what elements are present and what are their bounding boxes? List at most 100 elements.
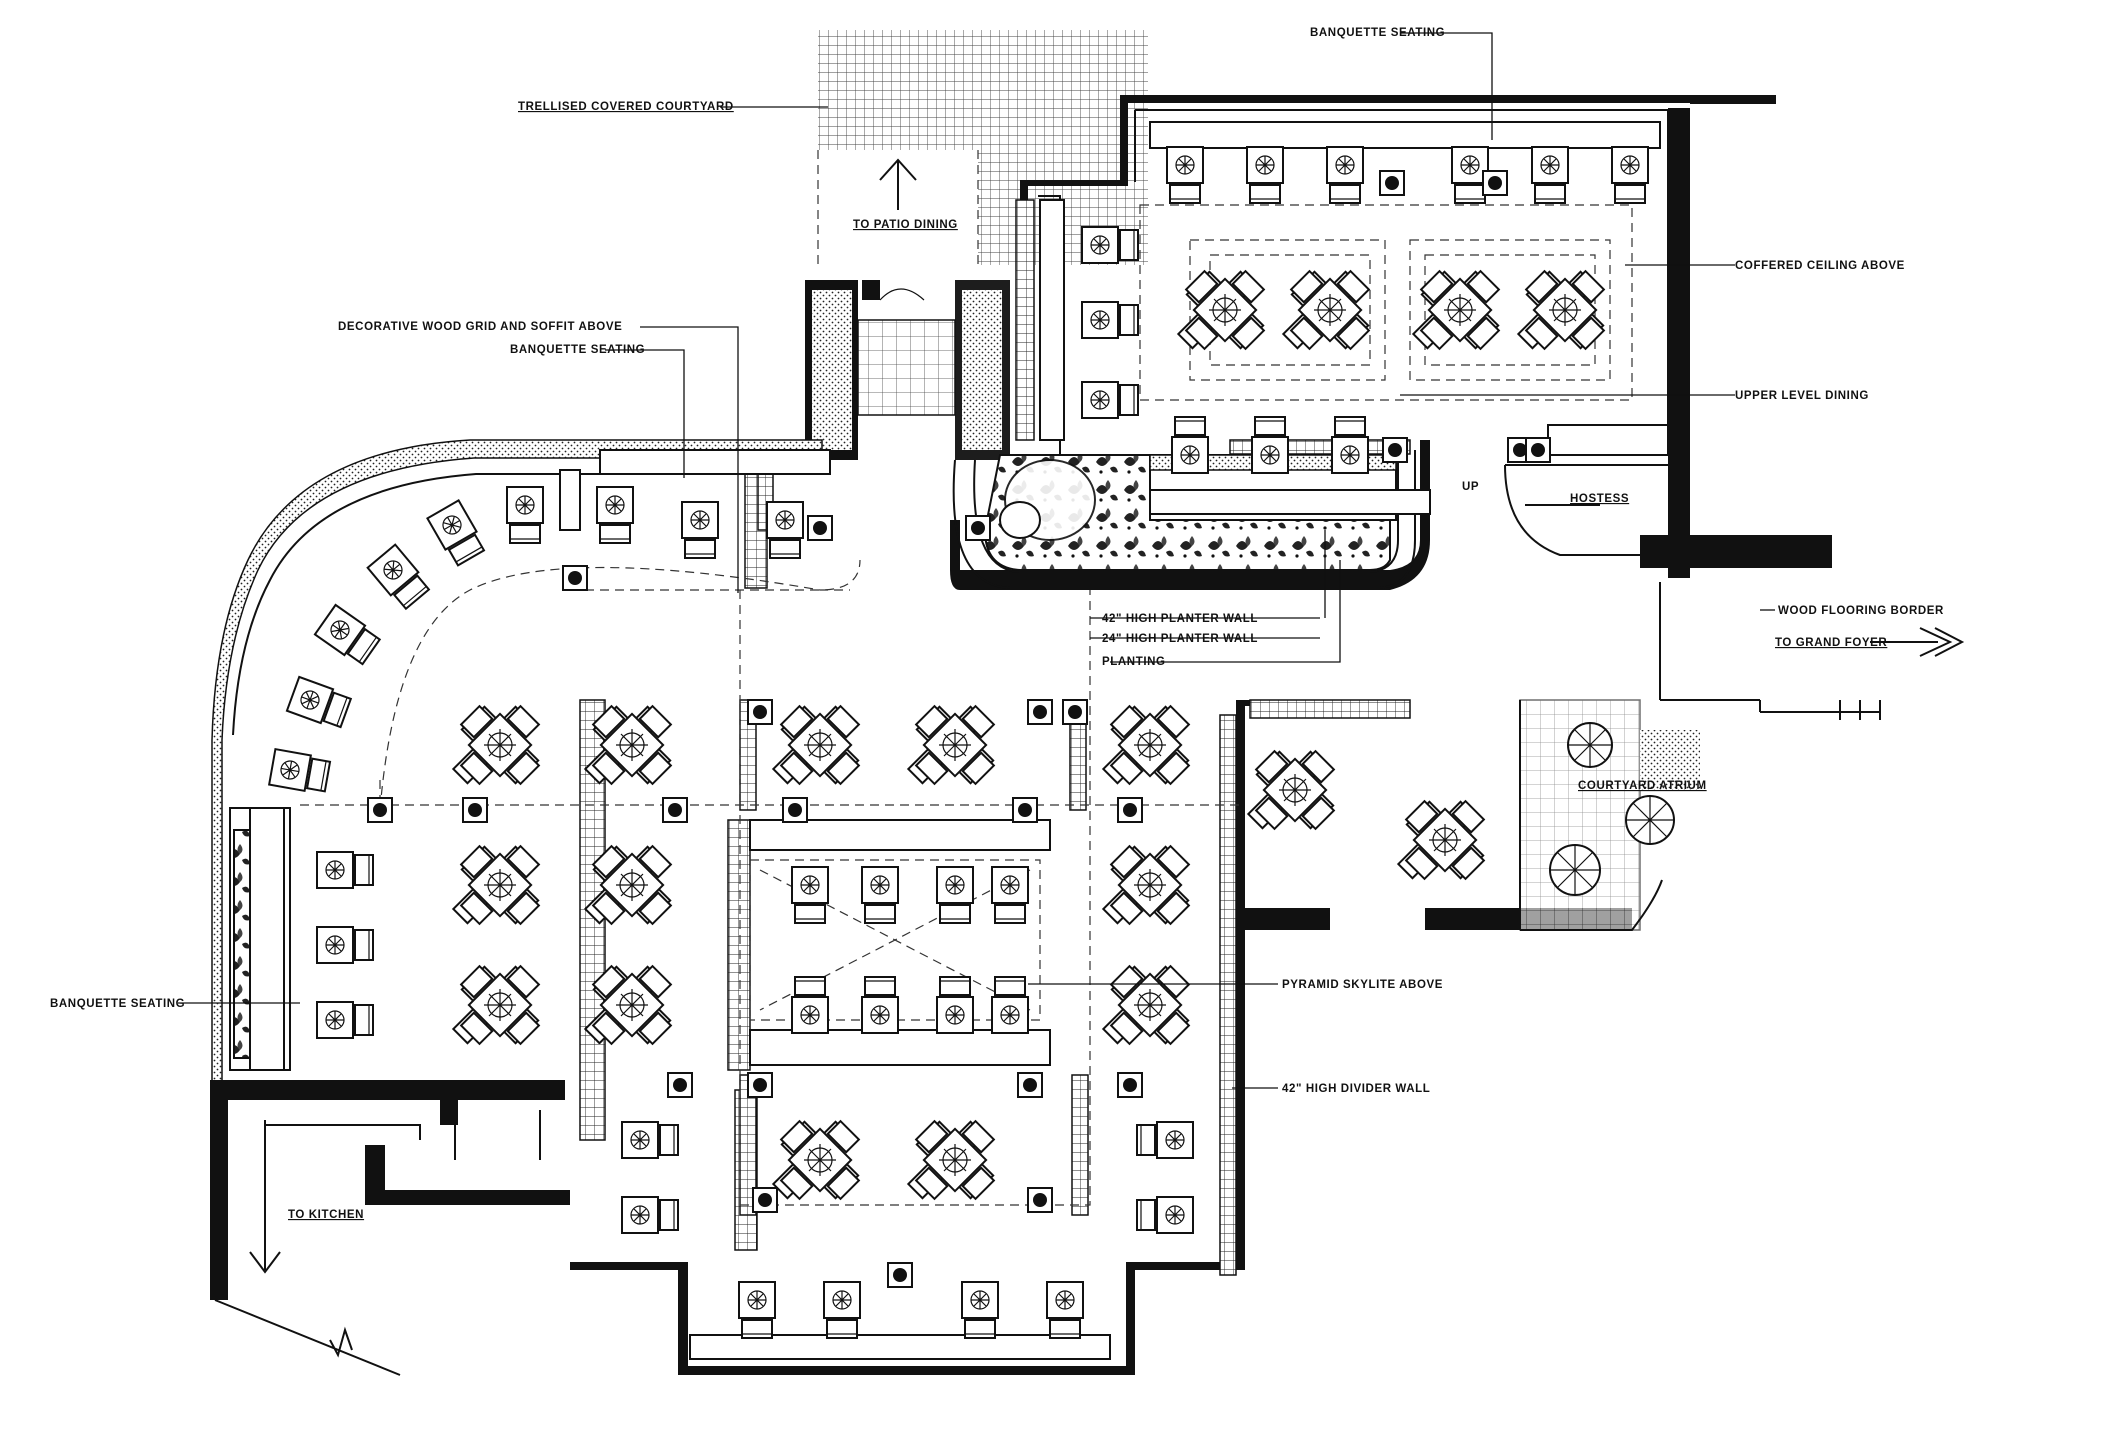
label-pyramid-skylite: PYRAMID SKYLITE ABOVE xyxy=(1282,979,1443,991)
column xyxy=(1117,797,1143,823)
two-top-table xyxy=(506,486,544,544)
label-wood-flooring-border: WOOD FLOORING BORDER xyxy=(1778,605,1944,617)
two-top-table xyxy=(1171,416,1209,474)
two-top-table xyxy=(1166,146,1204,204)
column xyxy=(1017,1072,1043,1098)
label-to-kitchen: TO KITCHEN xyxy=(288,1209,364,1221)
column xyxy=(1062,699,1088,725)
two-top-table xyxy=(267,747,332,793)
grand-foyer-arrow xyxy=(1870,627,1965,657)
two-top-table xyxy=(991,866,1029,924)
label-upper-level-dining: UPPER LEVEL DINING xyxy=(1735,390,1869,402)
banquette-rows xyxy=(249,121,1661,1360)
four-top-table xyxy=(906,1119,996,1201)
label-to-grand-foyer: TO GRAND FOYER xyxy=(1775,637,1887,649)
two-top-table xyxy=(1136,1121,1194,1159)
two-top-table xyxy=(316,851,374,889)
two-top-table xyxy=(1331,416,1369,474)
two-top-table xyxy=(991,976,1029,1034)
two-top-table xyxy=(861,976,899,1034)
two-top-table xyxy=(861,866,899,924)
two-top-table xyxy=(621,1121,679,1159)
four-top-table xyxy=(451,844,541,926)
two-top-table xyxy=(596,486,634,544)
two-top-table xyxy=(1251,416,1289,474)
outer-walls xyxy=(210,95,1880,1375)
label-hostess: HOSTESS xyxy=(1570,493,1629,505)
two-top-table xyxy=(936,976,974,1034)
four-top-table xyxy=(451,704,541,786)
two-top-table xyxy=(1046,1281,1084,1339)
column xyxy=(1525,437,1551,463)
two-top-table xyxy=(961,1281,999,1339)
two-top-table xyxy=(1081,226,1139,264)
two-top-table xyxy=(1081,381,1139,419)
four-top-table xyxy=(583,964,673,1046)
four-top-table xyxy=(583,704,673,786)
column xyxy=(1027,1187,1053,1213)
four-top-table xyxy=(1411,269,1501,351)
column xyxy=(807,515,833,541)
column xyxy=(662,797,688,823)
two-top-table xyxy=(681,501,719,559)
two-top-table xyxy=(316,926,374,964)
label-decorative-wood-grid: DECORATIVE WOOD GRID AND SOFFIT ABOVE xyxy=(338,321,622,333)
two-top-table xyxy=(936,866,974,924)
column xyxy=(1379,170,1405,196)
leader-lines xyxy=(178,32,1775,1089)
two-top-table xyxy=(426,499,486,567)
four-top-table xyxy=(771,704,861,786)
label-trellised-courtyard: TRELLISED COVERED COURTYARD xyxy=(518,101,734,113)
two-top-table xyxy=(621,1196,679,1234)
four-top-table xyxy=(1101,844,1191,926)
column xyxy=(562,565,588,591)
column xyxy=(782,797,808,823)
patio-arrow xyxy=(879,158,917,210)
two-top-table xyxy=(1451,146,1489,204)
label-42-divider-wall: 42" HIGH DIVIDER WALL xyxy=(1282,1083,1430,1095)
two-top-table xyxy=(791,976,829,1034)
column xyxy=(965,515,991,541)
two-top-table xyxy=(1326,146,1364,204)
two-top-tables xyxy=(267,146,1649,1339)
four-top-table xyxy=(1101,704,1191,786)
column xyxy=(462,797,488,823)
two-top-table xyxy=(316,1001,374,1039)
two-top-table xyxy=(823,1281,861,1339)
label-banquette-seating-mid: BANQUETTE SEATING xyxy=(510,344,645,356)
column xyxy=(667,1072,693,1098)
label-to-patio-dining: TO PATIO DINING xyxy=(853,219,958,231)
structural-columns xyxy=(367,170,1551,1288)
four-top-table xyxy=(1246,749,1336,831)
column xyxy=(1012,797,1038,823)
column xyxy=(1482,170,1508,196)
label-24-planter-wall: 24" HIGH PLANTER WALL xyxy=(1102,633,1258,645)
divider-walls xyxy=(229,199,1411,1276)
two-top-table xyxy=(285,675,353,729)
four-top-table xyxy=(1281,269,1371,351)
column xyxy=(887,1262,913,1288)
two-top-table xyxy=(1136,1196,1194,1234)
four-top-table xyxy=(451,964,541,1046)
label-coffered-ceiling: COFFERED CEILING ABOVE xyxy=(1735,260,1905,272)
two-top-table xyxy=(366,543,431,611)
four-top-table xyxy=(1101,964,1191,1046)
two-top-table xyxy=(1611,146,1649,204)
column xyxy=(367,797,393,823)
four-top-table xyxy=(583,844,673,926)
label-banquette-seating-top: BANQUETTE SEATING xyxy=(1310,27,1445,39)
two-top-table xyxy=(1081,301,1139,339)
four-top-table xyxy=(906,704,996,786)
column xyxy=(747,1072,773,1098)
hostess-stand xyxy=(1504,424,1669,556)
kitchen-arrow xyxy=(249,1120,421,1274)
label-up: UP xyxy=(1462,481,1479,493)
two-top-table xyxy=(1246,146,1284,204)
two-top-table xyxy=(738,1281,776,1339)
two-top-table xyxy=(791,866,829,924)
two-top-table xyxy=(313,603,382,666)
courtyard-atrium xyxy=(1519,699,1700,931)
four-top-table xyxy=(771,1119,861,1201)
column xyxy=(752,1187,778,1213)
